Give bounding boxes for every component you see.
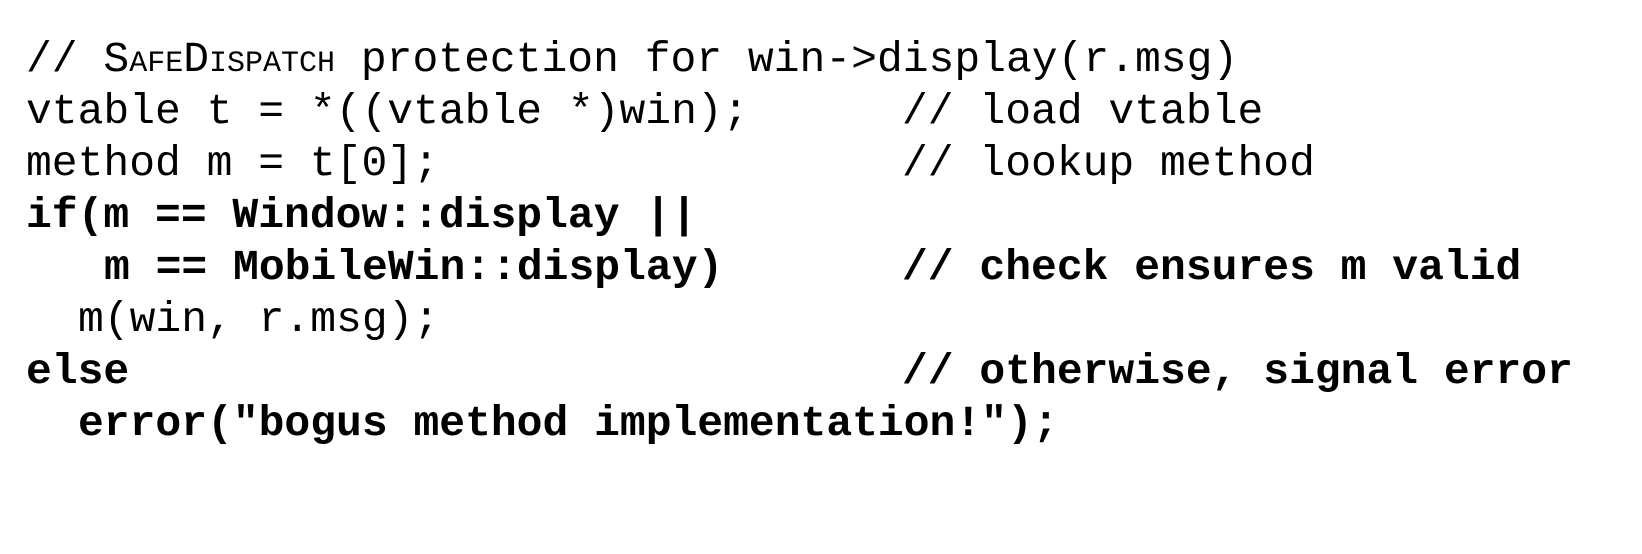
code-text: m == MobileWin::display) (104, 243, 724, 292)
code-line-3: method m = t[0]; // lookup method (26, 138, 1626, 190)
code-text: else (26, 347, 130, 396)
code-line-2: vtable t = *((vtable *)win); // load vta… (26, 86, 1626, 138)
code-line-8: error("bogus method implementation!"); (26, 398, 1626, 450)
code-comment: // lookup method (902, 139, 1315, 188)
safedispatch-label: SafeDispatch (103, 35, 336, 84)
header-comment: // SafeDispatch protection for win->disp… (26, 35, 1239, 84)
code-comment: // check ensures m valid (902, 243, 1522, 292)
code-line-6: m(win, r.msg); (26, 294, 1626, 346)
code-text: error("bogus method implementation!"); (78, 399, 1059, 448)
code-line-4: if(m == Window::display || (26, 190, 1626, 242)
code-text: method m = t[0]; (26, 139, 439, 188)
code-text: vtable t = *((vtable *)win); (26, 87, 749, 136)
code-line-1: // SafeDispatch protection for win->disp… (26, 34, 1626, 86)
code-line-7: else // otherwise, signal error (26, 346, 1626, 398)
code-line-5: m == MobileWin::display) // check ensure… (26, 242, 1626, 294)
code-listing: // SafeDispatch protection for win->disp… (26, 34, 1626, 450)
code-comment: // otherwise, signal error (902, 347, 1573, 396)
code-comment: // load vtable (902, 87, 1264, 136)
code-text: m(win, r.msg); (78, 295, 440, 344)
code-text: if(m == Window::display || (26, 191, 697, 240)
